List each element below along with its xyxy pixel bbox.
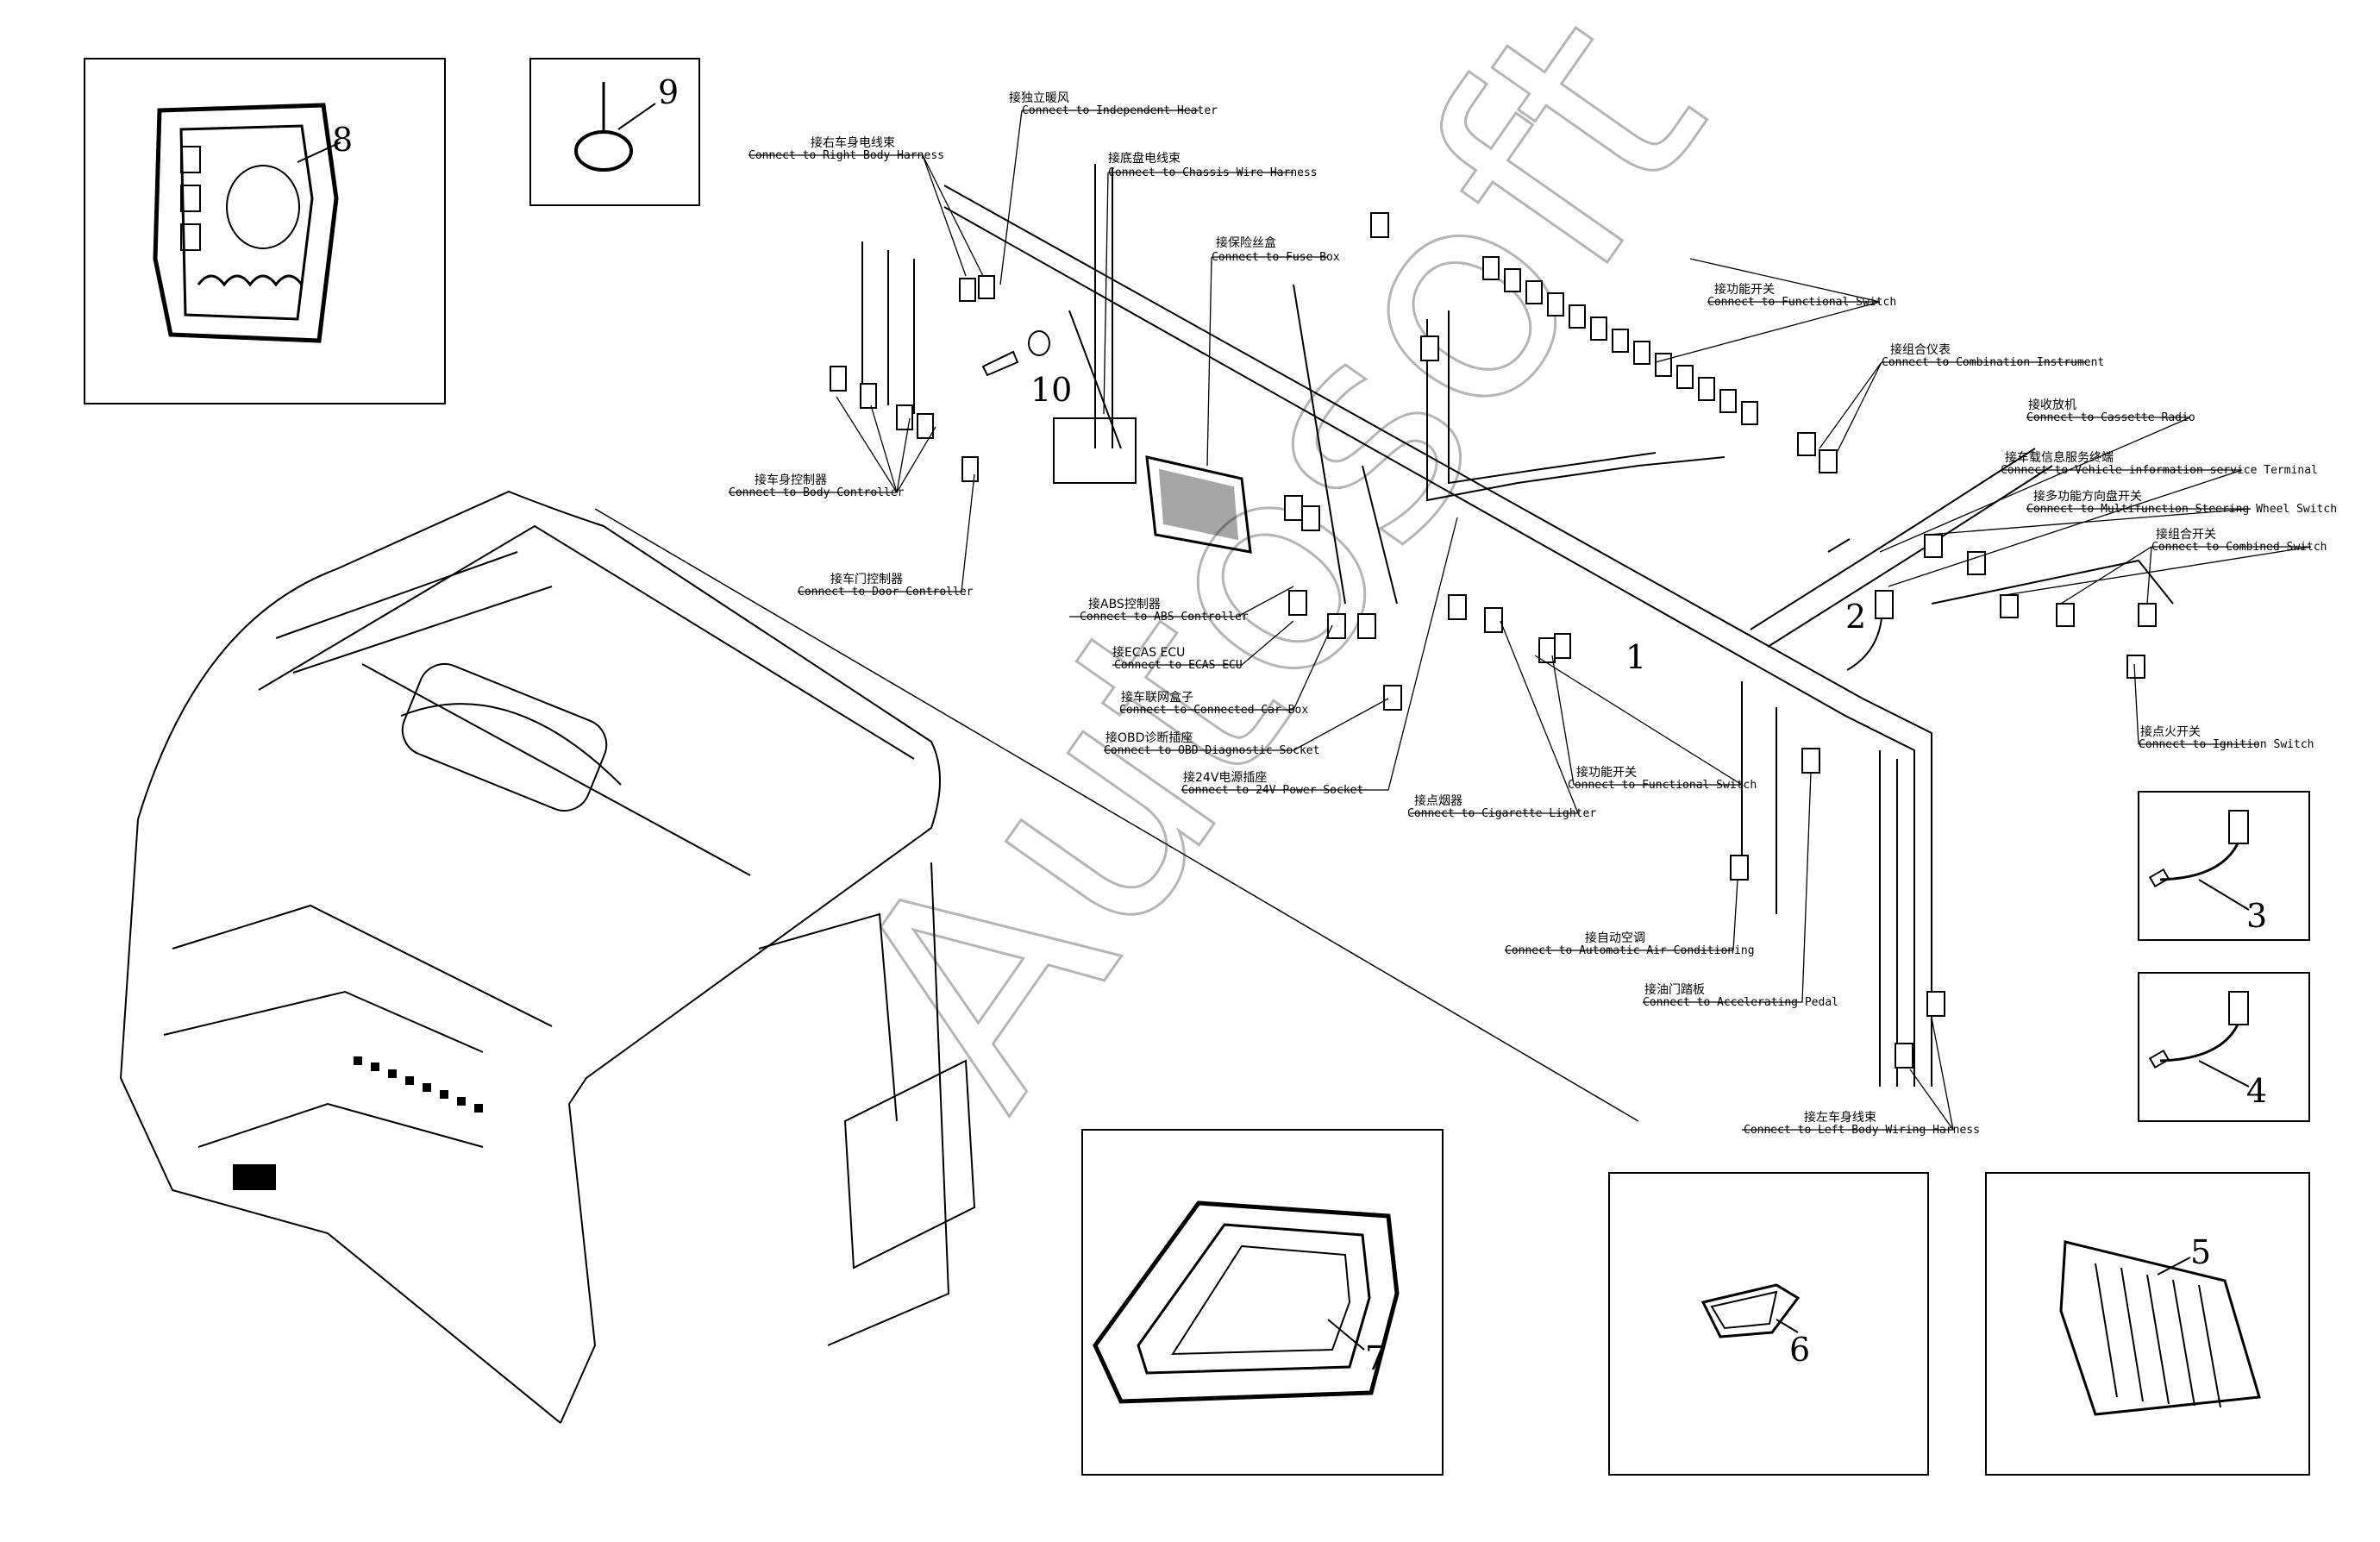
cab-leader [594,508,1639,1122]
callout-16-zh: 接车联网盒子 [1121,690,1193,705]
main-harness [861,164,2174,1087]
callout-22-en: Connect to Accelerating Pedal [1643,996,1838,1009]
detail-box-6 [1608,1172,1929,1476]
detail-box-8 [84,58,446,404]
part-number-9: 9 [658,73,679,111]
callout-5-zh: 接功能开关 [1714,282,1775,297]
part-number-1: 1 [1625,638,1646,676]
part-number-5: 5 [2190,1233,2211,1271]
callout-3-en: Connect to Chassis Wire Harness [1108,166,1318,179]
callout-labels: 接右车身电线束 Connect to Right Body Harness 接独… [729,91,2337,1137]
callout-18-zh: 接24V电源插座 [1183,770,1267,785]
detail-box-5 [1985,1172,2310,1476]
callout-15-en: Connect to ECAS ECU [1114,659,1243,672]
callout-6-en: Connect to Combination Instrument [1882,356,2104,369]
callout-6-zh: 接组合仪表 [1890,342,1951,357]
callout-9-zh: 接多功能方向盘开关 [2033,489,2142,504]
cab-body [119,490,976,1424]
callout-12-en: Connect to Body Controller [729,486,905,499]
callout-23-en: Connect to Left Body Wiring Harness [1744,1124,1980,1137]
detail-box-9 [529,58,700,206]
callout-14-zh: 接ABS控制器 [1088,597,1161,611]
callout-22-zh: 接油门踏板 [1644,982,1705,997]
callout-21-en: Connect to Automatic Air Conditioning [1505,944,1755,957]
callout-15-zh: 接ECAS ECU [1112,645,1185,660]
callout-20-en: Connect to Functional Switch [1568,779,1757,792]
callout-17-zh: 接OBD诊断插座 [1105,730,1193,745]
cab-dash-connectors [233,1056,483,1190]
callout-19-zh: 接点烟器 [1414,793,1462,808]
part-number-4: 4 [2246,1072,2267,1110]
callout-2-en: Connect to Independent Heater [1022,104,1218,117]
callout-1-en: Connect to Right Body Harness [748,149,944,162]
detail-box-7 [1081,1129,1444,1476]
callout-20-zh: 接功能开关 [1576,765,1637,780]
callout-12-zh: 接车身控制器 [755,473,827,487]
bolt-10 [981,330,1050,377]
callout-7-zh: 接收放机 [2028,398,2076,412]
callout-10-en: Connect to Combined Switch [2151,541,2327,554]
callout-13-zh: 接车门控制器 [830,572,903,586]
harness-connectors [830,212,2157,1069]
callout-17-en: Connect to OBD Diagnostic Socket [1104,744,1319,757]
callout-1-zh: 接右车身电线束 [811,135,895,150]
callout-8-en: Connect to Vehicle information service T… [2001,464,2318,477]
callout-4-en: Connect to Fuse Box [1212,251,1340,264]
callout-21-zh: 接自动空调 [1585,931,1645,945]
fuse-box [1053,417,1252,554]
part-number-10: 10 [1030,371,1072,409]
part-number-3: 3 [2246,897,2267,935]
leader-lines [729,110,2312,1131]
callout-3-zh: 接底盘电线束 [1108,151,1181,166]
callout-9-en: Connect to Multifunction Steering Wheel … [2026,503,2337,516]
callout-18-en: Connect to 24V Power Socket [1181,784,1363,797]
part-numbers: 1 2 3 4 5 6 7 8 9 10 [332,73,2267,1377]
part-number-2: 2 [1845,598,1866,636]
callout-13-en: Connect to Door Controller [798,586,974,599]
callout-16-en: Connect to Connected Car Box [1119,704,1308,717]
callout-14-en: Connect to ABS Controller [1080,611,1249,624]
callout-11-en: Connect to Ignition Switch [2139,738,2314,751]
callout-10-zh: 接组合开关 [2156,527,2216,542]
detail-box-3 [2138,791,2310,941]
callout-8-zh: 接车载信息服务终端 [2005,450,2114,465]
callout-11-zh: 接点火开关 [2140,724,2201,739]
callout-5-en: Connect to Functional Switch [1707,296,1896,309]
detail-box-4 [2138,972,2310,1122]
part-number-6: 6 [1789,1331,1810,1369]
callout-2-zh: 接独立暖风 [1009,91,1069,105]
callout-23-zh: 接左车身线束 [1804,1110,1876,1125]
callout-7-en: Connect to Cassette Radio [2026,411,2195,424]
sensor-2 [1827,538,1894,671]
callout-19-en: Connect to Cigarette Lighter [1407,807,1596,820]
part-number-7: 7 [1365,1339,1386,1377]
callout-4-zh: 接保险丝盒 [1216,235,1276,250]
part-number-8: 8 [332,121,353,159]
